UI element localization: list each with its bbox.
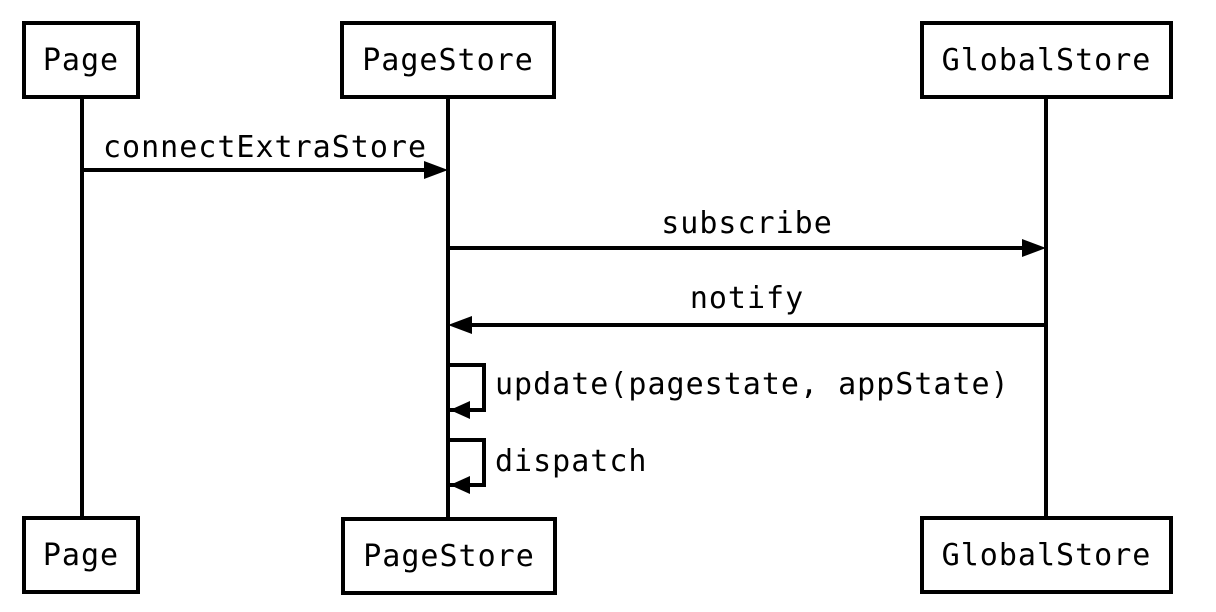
message-line-connectextrastore [82,168,426,172]
participant-label-pagestore: PageStore [362,42,534,78]
participant-box-page-bottom: Page [22,516,140,594]
participant-box-globalstore-top: GlobalStore [920,21,1173,99]
message-label-dispatch: dispatch [495,444,648,479]
participant-box-globalstore-bottom: GlobalStore [920,516,1173,594]
lifeline-pagestore [446,97,450,518]
participant-label-page: Page [42,537,120,573]
message-label-subscribe: subscribe [661,206,833,241]
lifeline-page [80,97,84,517]
participant-box-pagestore-top: PageStore [340,21,556,99]
participant-label-globalstore: GlobalStore [941,537,1152,573]
message-line-notify [470,323,1046,327]
arrowhead-right-icon [1022,239,1046,257]
participant-label-page: Page [42,42,120,78]
lifeline-globalstore [1044,97,1048,517]
arrowhead-right-icon [424,161,448,179]
arrowhead-left-icon [450,476,470,494]
participant-label-globalstore: GlobalStore [941,42,1152,78]
arrowhead-left-icon [450,401,470,419]
message-label-update: update(pagestate, appState) [495,367,1010,402]
participant-label-pagestore: PageStore [363,538,535,574]
participant-box-page-top: Page [22,21,140,99]
message-label-notify: notify [689,281,805,316]
message-label-connectextrastore: connectExtraStore [102,130,428,165]
message-line-subscribe [448,246,1024,250]
arrowhead-left-icon [448,316,472,334]
participant-box-pagestore-bottom: PageStore [341,517,557,595]
